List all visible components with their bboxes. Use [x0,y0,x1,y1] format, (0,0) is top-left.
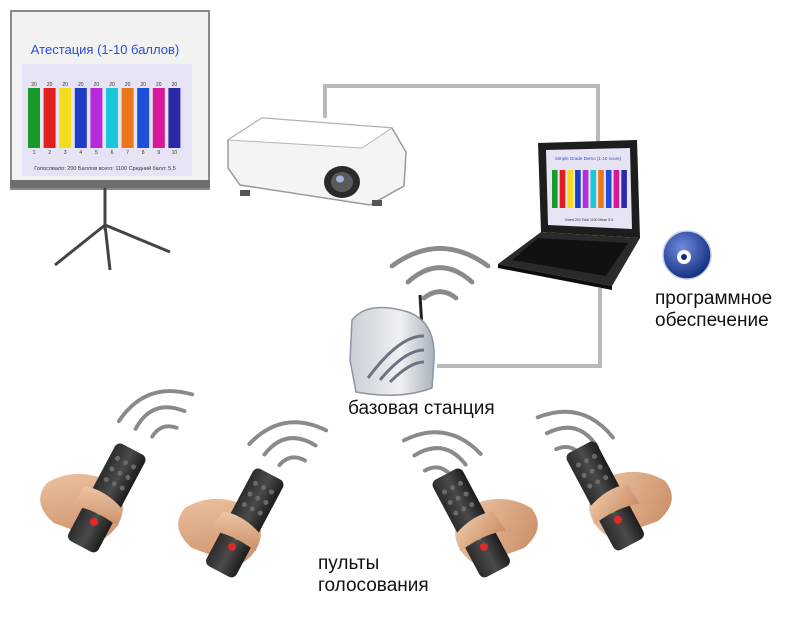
projection-screen: Атестация (1-10 баллов) 2012022032042052… [10,10,210,271]
bar-3 [567,170,573,208]
software-disc-icon [662,230,712,280]
screen-title: Атестация (1-10 баллов) [31,42,179,57]
bar-9 [613,170,620,208]
software-label: программное обеспечение [655,288,772,332]
bar-5 [90,88,103,148]
remotes-label-line2: голосования [318,575,429,596]
bar-category-label: 8 [142,150,145,156]
bar-category-label: 4 [79,150,82,156]
laptop-chart [552,170,627,208]
base-station-label-text: базовая станция [348,398,495,419]
bar-value-label: 20 [78,82,84,88]
bar-category-label: 7 [126,150,129,156]
bar-4 [74,88,87,148]
bar-7 [598,170,604,208]
bar-1 [552,170,558,208]
laptop-screen-title: Simple Grade Demo (1-10 score) [555,156,622,161]
software-label-line2: обеспечение [655,310,769,331]
bar-category-label: 9 [157,150,160,156]
bar-value-label: 20 [109,82,115,88]
bar-category-label: 1 [33,150,36,156]
bar-category-label: 10 [172,150,178,156]
bar-3 [59,88,72,148]
screen-footer: Голосовало: 200 Баллов всего: 1100 Средн… [34,165,176,172]
bar-value-label: 20 [156,82,162,88]
bar-category-label: 6 [111,150,114,156]
bar-2 [559,170,566,208]
bar-value-label: 20 [140,82,146,88]
software-label-line1: программное [655,288,773,309]
screen-chart: 20 1 20 2 20 3 20 4 20 5 20 6 20 7 20 8 20 9 20 10 [28,82,181,156]
cable-lines [323,84,602,368]
bar-value-label: 20 [94,82,100,88]
bar-value-label: 20 [172,82,178,88]
bar-9 [152,88,165,148]
projector [226,117,407,206]
voting-remote-1 [40,443,146,553]
bar-5 [582,170,589,208]
bar-1 [28,88,40,148]
remotes-label-line1: пульты [318,553,380,574]
voting-remote-4 [566,441,672,551]
bar-10 [621,170,627,208]
remotes-label: пульты голосования [318,553,429,597]
bar-value-label: 20 [31,82,37,88]
bar-7 [121,88,134,148]
bar-category-label: 2 [48,150,51,156]
base-station-label: базовая станция [348,398,495,420]
bar-value-label: 20 [47,82,53,88]
voting-remote-2 [178,468,284,578]
bar-value-label: 20 [62,82,68,88]
base-station [349,294,435,396]
bar-8 [137,88,150,148]
bar-6 [106,88,118,148]
bar-category-label: 5 [95,150,98,156]
bar-4 [575,170,581,208]
bar-8 [605,170,612,208]
bar-value-label: 20 [125,82,131,88]
laptop: Simple Grade Demo (1-10 score) Voted 200… [498,140,640,290]
bar-10 [168,88,181,148]
bar-6 [590,170,597,208]
voting-remote-3 [432,468,538,578]
bar-2 [43,88,56,148]
bar-category-label: 3 [64,150,67,156]
laptop-screen-footer: Voted 200 Total 1100 Mean 5.5 [565,218,613,222]
